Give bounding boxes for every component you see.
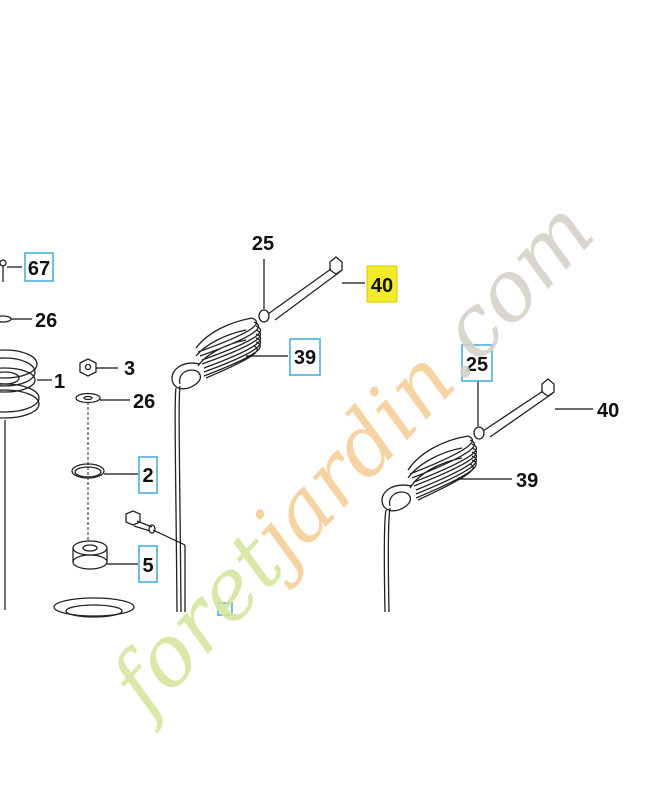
- callout-67: 67: [28, 258, 50, 280]
- callout-39-upper: 39: [294, 347, 316, 369]
- callout-2: 2: [142, 465, 153, 487]
- callout-40-upper: 40: [371, 275, 393, 297]
- center-stack: [71, 358, 186, 612]
- watermark: foretjardin.com: [87, 182, 613, 736]
- callout-26-center: 26: [133, 391, 155, 413]
- bearing: [72, 540, 108, 570]
- pulley: [0, 349, 40, 419]
- pin-bolt-lower: [482, 378, 555, 438]
- callout-40-lower: 40: [597, 400, 619, 422]
- tension-spring-lower: [381, 435, 478, 613]
- highlight-marker: [366, 265, 398, 303]
- callout-5: 5: [142, 555, 153, 577]
- callout-26-left: 26: [35, 310, 57, 332]
- nut: [79, 358, 97, 377]
- upper-spring-assembly: [171, 256, 343, 613]
- snap-ring: [71, 463, 105, 479]
- callout-25-upper: 25: [252, 233, 274, 255]
- lower-spring-assembly: [381, 378, 555, 613]
- left-assembly: [0, 259, 135, 618]
- callout-3: 3: [124, 358, 135, 380]
- shoulder-bolt: [125, 510, 186, 612]
- pin-bolt-upper: [267, 256, 343, 321]
- callout-39-lower: 39: [516, 470, 538, 492]
- tension-spring-upper: [171, 317, 262, 613]
- svg-text:foretjardin.com: foretjardin.com: [87, 182, 613, 736]
- callout-25-lower: 25: [466, 354, 488, 376]
- callout-1: 1: [54, 371, 65, 393]
